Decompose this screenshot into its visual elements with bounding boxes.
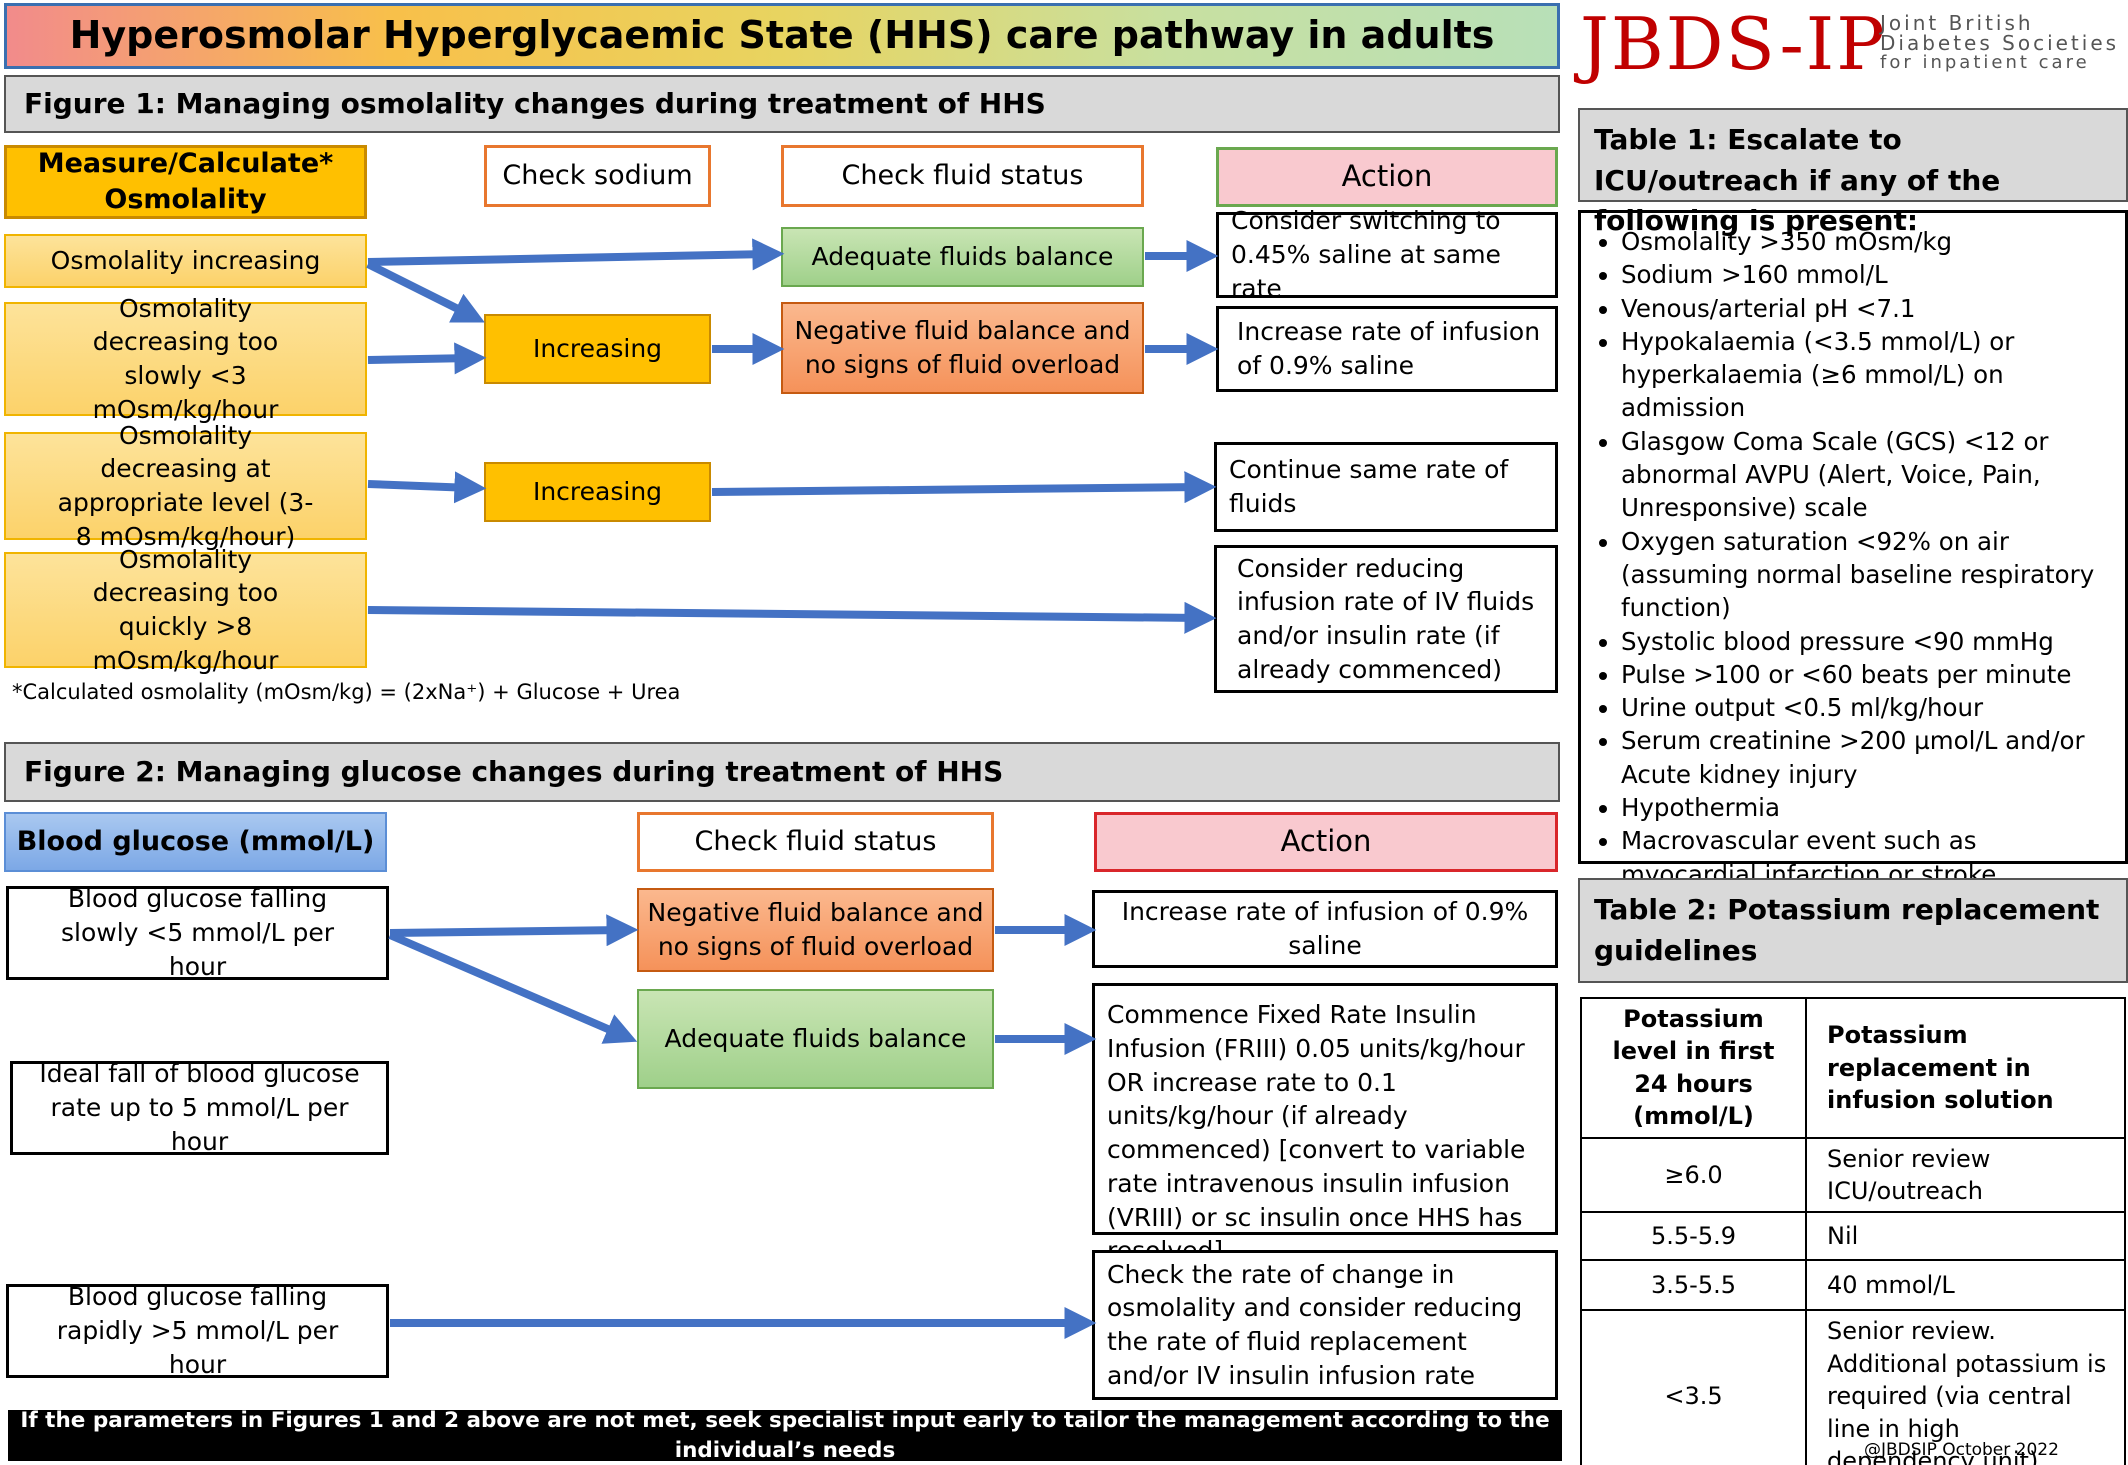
logo-line-3: for inpatient care	[1880, 52, 2090, 73]
list-item: Hypokalaemia (<3.5 mmol/L) or hyperkalae…	[1621, 325, 2105, 425]
list-item: Glasgow Coma Scale (GCS) <12 or abnormal…	[1621, 425, 2105, 525]
osmolality-quick-box: Osmolality decreasing too quickly >8 mOs…	[4, 545, 367, 675]
fig2-action-frii: Commence Fixed Rate Insulin Infusion (FR…	[1092, 983, 1558, 1265]
glucose-slow-box: Blood glucose falling slowly <5 mmol/L p…	[6, 884, 389, 981]
logo-line-1: Joint British	[1880, 11, 2034, 35]
arrow-slow-to-sodium	[367, 342, 487, 375]
fig1-action-reduce-infusion: Consider reducing infusion rate of IV fl…	[1214, 545, 1558, 693]
arrow-slow-to-negative	[389, 914, 639, 947]
potassium-table: Potassium level in first 24 hours (mmol/…	[1580, 997, 2126, 1465]
list-item: Oxygen saturation <92% on air (assuming …	[1621, 525, 2105, 625]
list-item: Systolic blood pressure <90 mmHg	[1621, 625, 2105, 658]
fig1-col-sodium: Check sodium	[484, 145, 711, 207]
sodium-increasing-box-2: Increasing	[484, 462, 711, 522]
fig1-action-switch-saline: Consider switching to 0.45% saline at sa…	[1216, 206, 1558, 303]
fig2-col-action: Action	[1094, 812, 1558, 872]
fig1-action-increase-infusion: Increase rate of infusion of 0.9% saline	[1216, 306, 1558, 392]
potassium-replacement-cell: Senior review. Additional potassium is r…	[1805, 1309, 2126, 1465]
fig2-col-fluid: Check fluid status	[637, 812, 994, 872]
escalation-criteria-list: Osmolality >350 mOsm/kgSodium >160 mmol/…	[1621, 225, 2105, 924]
fig1-action-continue-fluids: Continue same rate of fluids	[1214, 442, 1558, 532]
osmolality-increasing-box: Osmolality increasing	[4, 234, 367, 288]
list-item: Sodium >160 mmol/L	[1621, 258, 2105, 291]
arrow-slow-to-adequate	[388, 931, 638, 1044]
arrow-appropriate-to-sodium	[367, 471, 487, 504]
fig1-col-measure: Measure/Calculate* Osmolality	[4, 145, 367, 219]
list-item: Venous/arterial pH <7.1	[1621, 292, 2105, 325]
arrow-increasing-to-adequate	[367, 238, 785, 271]
credit-text: @JBDSIP October 2022	[1864, 1440, 2059, 1460]
potassium-level-cell: 5.5-5.9	[1580, 1211, 1807, 1262]
potassium-level-cell: ≥6.0	[1580, 1136, 1807, 1214]
fig2-action-check-osmolality: Check the rate of change in osmolality a…	[1092, 1250, 1558, 1400]
osmolality-footnote: *Calculated osmolality (mOsm/kg) = (2xNa…	[12, 680, 681, 704]
list-item: Pulse >100 or <60 beats per minute	[1621, 658, 2105, 691]
table1-body: Osmolality >350 mOsm/kgSodium >160 mmol/…	[1578, 210, 2128, 922]
glucose-rapid-box: Blood glucose falling rapidly >5 mmol/L …	[6, 1282, 389, 1379]
osmolality-appropriate-box: Osmolality decreasing at appropriate lev…	[4, 421, 367, 551]
table2-header: Table 2: Potassium replacement guideline…	[1578, 878, 2128, 983]
arrow-increasing-to-sodium	[366, 260, 485, 323]
fig1-col-fluid: Check fluid status	[781, 145, 1144, 207]
fig1-adequate-fluids-box: Adequate fluids balance	[781, 227, 1144, 287]
arrow-quick-to-reduce	[367, 601, 1217, 634]
page-title: Hyperosmolar Hyperglycaemic State (HHS) …	[4, 3, 1560, 69]
fig2-col-glucose: Blood glucose (mmol/L)	[4, 812, 387, 872]
list-item: Urine output <0.5 ml/kg/hour	[1621, 691, 2105, 724]
fig2-action-increase-saline: Increase rate of infusion of 0.9% saline	[1092, 890, 1558, 968]
table-header-row: Potassium level in first 24 hours (mmol/…	[1580, 997, 2126, 1139]
sodium-increasing-box-1: Increasing	[484, 314, 711, 384]
arrow-sodium-to-continue	[711, 471, 1217, 504]
list-item: Serum creatinine >200 µmol/L and/or Acut…	[1621, 724, 2105, 791]
list-item: Osmolality >350 mOsm/kg	[1621, 225, 2105, 258]
logo-line-2: Diabetes Societies	[1880, 31, 2120, 55]
potassium-level-cell: 3.5-5.5	[1580, 1259, 1807, 1312]
potassium-replacement-header: Potassium replacement in infusion soluti…	[1805, 997, 2126, 1139]
fig2-negative-fluid-box: Negative fluid balance and no signs of f…	[637, 888, 994, 972]
figure2-header: Figure 2: Managing glucose changes durin…	[4, 742, 1560, 802]
bottom-banner: If the parameters in Figures 1 and 2 abo…	[8, 1408, 1562, 1463]
list-item: Hypothermia	[1621, 791, 2105, 824]
figure1-header: Figure 1: Managing osmolality changes du…	[4, 75, 1560, 133]
potassium-level-cell: <3.5	[1580, 1309, 1807, 1465]
potassium-replacement-cell: 40 mmol/L	[1805, 1259, 2126, 1312]
potassium-replacement-cell: Senior review ICU/outreach	[1805, 1136, 2126, 1214]
potassium-level-header: Potassium level in first 24 hours (mmol/…	[1580, 997, 1807, 1139]
table1-header: Table 1: Escalate to ICU/outreach if any…	[1578, 108, 2128, 237]
glucose-ideal-box: Ideal fall of blood glucose rate up to 5…	[10, 1059, 389, 1156]
jbds-ip-logo: JBDS-IP	[1580, 2, 1887, 86]
fig1-negative-fluid-box: Negative fluid balance and no signs of f…	[781, 302, 1144, 394]
fig2-adequate-fluids-box: Adequate fluids balance	[637, 989, 994, 1089]
fig1-col-action: Action	[1216, 147, 1558, 207]
osmolality-slow-box: Osmolality decreasing too slowly <3 mOsm…	[4, 294, 367, 424]
potassium-replacement-cell: Nil	[1805, 1211, 2126, 1262]
